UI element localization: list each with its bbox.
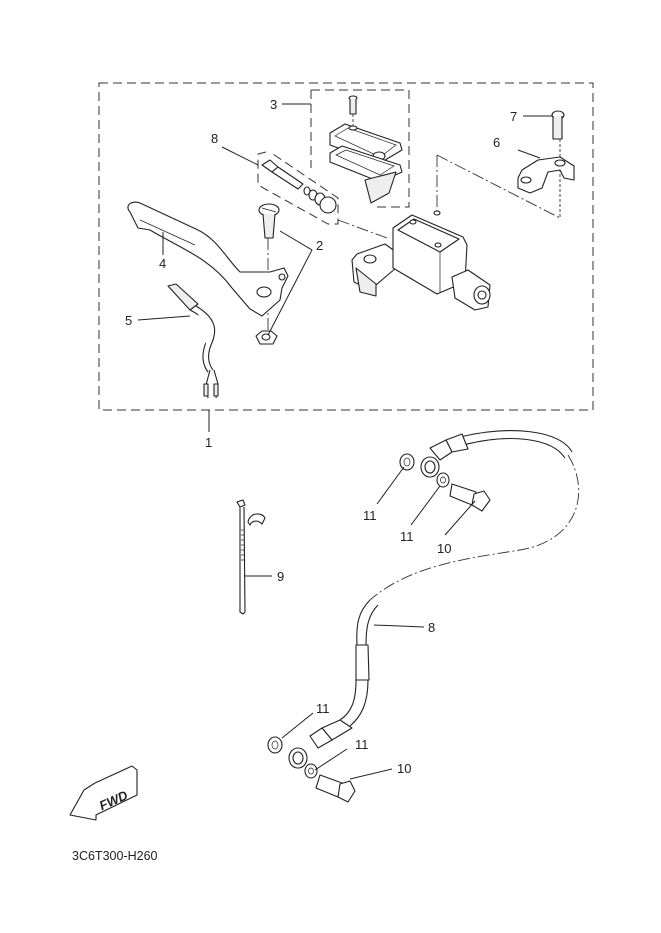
callout-8-piston: 8 [211,131,218,146]
callout-11-upper-left: 11 [363,508,377,523]
callout-2: 2 [316,238,323,253]
brake-lever-part [127,201,289,317]
brake-hose-part [267,430,580,803]
drawing-code: 3C6T300-H260 [72,849,158,863]
callout-6: 6 [493,135,500,150]
forward-direction-arrow: FWD [69,765,138,821]
piston-kit-part [261,159,337,214]
callout-11-upper-right: 11 [400,529,414,544]
callout-11-lower-right: 11 [355,737,369,752]
callout-7: 7 [510,109,517,124]
holder-part [517,110,575,218]
piston-kit-boundary [257,151,339,225]
callout-3: 3 [270,97,277,112]
master-cylinder-body-part [337,154,561,311]
cap-kit-boundary [310,89,410,208]
brake-switch-part [167,283,219,399]
callout-11-lower-left: 11 [316,701,330,716]
callout-10-upper: 10 [437,541,451,556]
callout-labels: 1 2 3 4 5 6 7 8 8 9 10 10 11 11 11 11 [125,97,517,776]
callout-8-hose: 8 [428,620,435,635]
callout-1: 1 [205,435,212,450]
callout-5: 5 [125,313,132,328]
callout-10-lower: 10 [397,761,411,776]
assembly-boundary [98,82,594,411]
reservoir-cap-part [329,95,403,204]
callout-4: 4 [159,256,166,271]
callout-9: 9 [277,569,284,584]
hose-clamp-part [236,499,266,615]
leader-lines [137,103,552,780]
